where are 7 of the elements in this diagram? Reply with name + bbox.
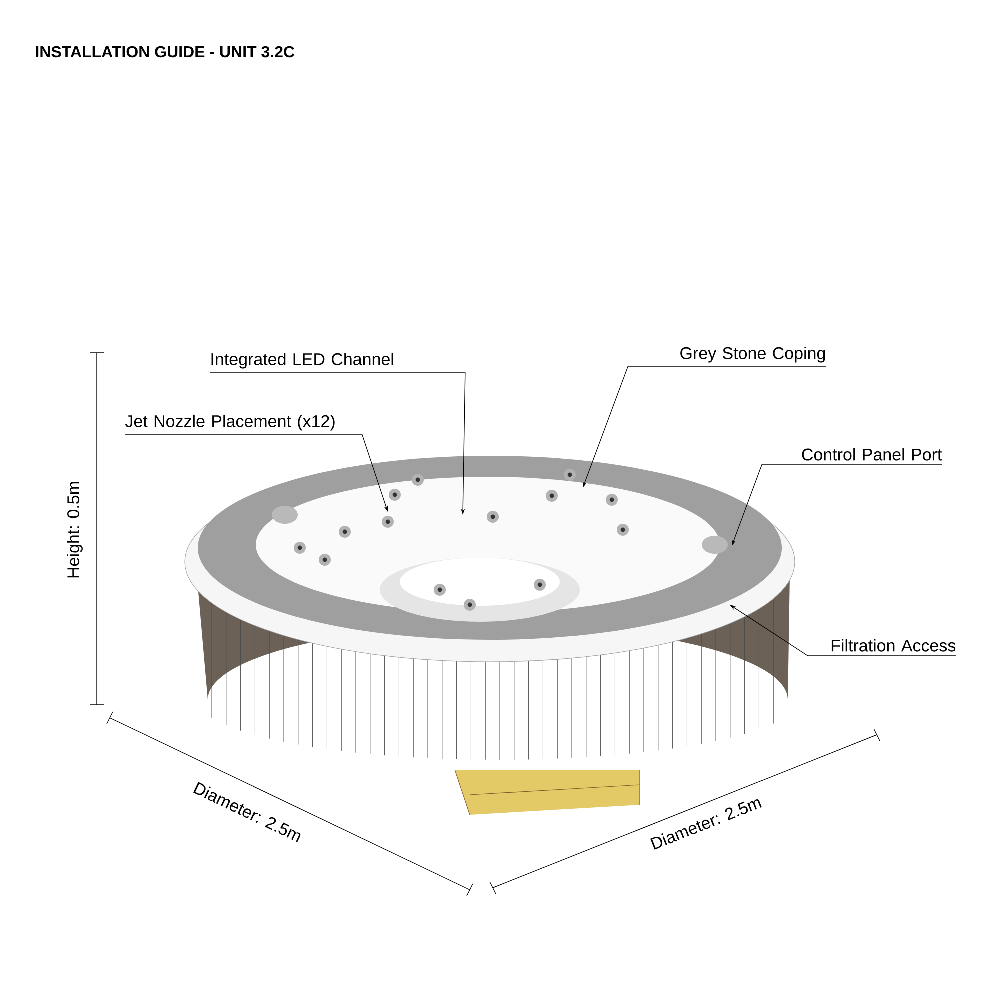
callout-label: Jet Nozzle Placement (x12) (125, 414, 335, 431)
callout-label: Grey Stone Coping (680, 346, 826, 363)
callout-label: Filtration Access (832, 639, 956, 652)
callout-label: Control Panel Port (802, 448, 942, 461)
callout-label: Integrated LED Channel (212, 352, 394, 369)
dimension-label: Height: 0.5m (67, 482, 83, 578)
title: INSTALLATION GUIDE - UNIT 3.2C (36, 46, 295, 58)
